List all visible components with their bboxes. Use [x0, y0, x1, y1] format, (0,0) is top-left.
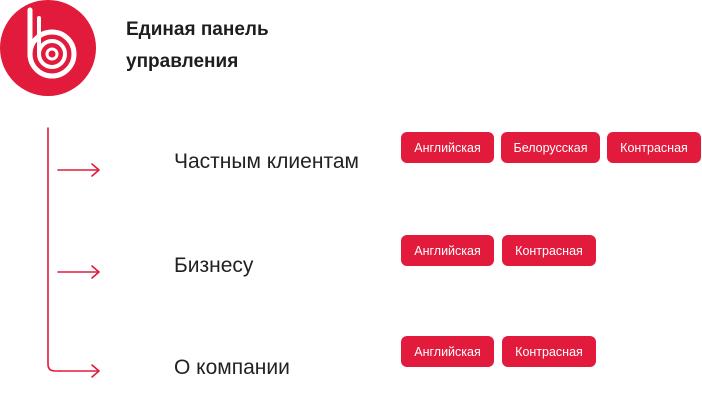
page-title: Единая панель управления	[126, 14, 269, 78]
title-line-2: управления	[126, 51, 239, 72]
brand-logo-icon	[0, 0, 96, 96]
section-label-private-clients[interactable]: Частным клиентам	[174, 150, 359, 173]
arrow-icon	[57, 163, 100, 177]
version-chip-english[interactable]: Английская	[401, 235, 494, 266]
version-chip-contrast[interactable]: Контрасная	[502, 336, 596, 367]
tree-trunk-line	[47, 127, 61, 372]
arrow-icon	[57, 265, 100, 279]
title-line-1: Единая панель	[126, 19, 269, 40]
version-chip-contrast[interactable]: Контрасная	[502, 235, 596, 266]
section-label-business[interactable]: Бизнесу	[174, 254, 254, 277]
version-chip-english[interactable]: Английская	[401, 132, 494, 163]
version-chip-english[interactable]: Английская	[401, 336, 494, 367]
version-chip-contrast[interactable]: Контрасная	[607, 132, 701, 163]
version-chip-belarusian[interactable]: Белорусская	[501, 132, 600, 163]
arrow-icon	[59, 364, 100, 378]
section-label-about-company[interactable]: О компании	[174, 356, 290, 379]
